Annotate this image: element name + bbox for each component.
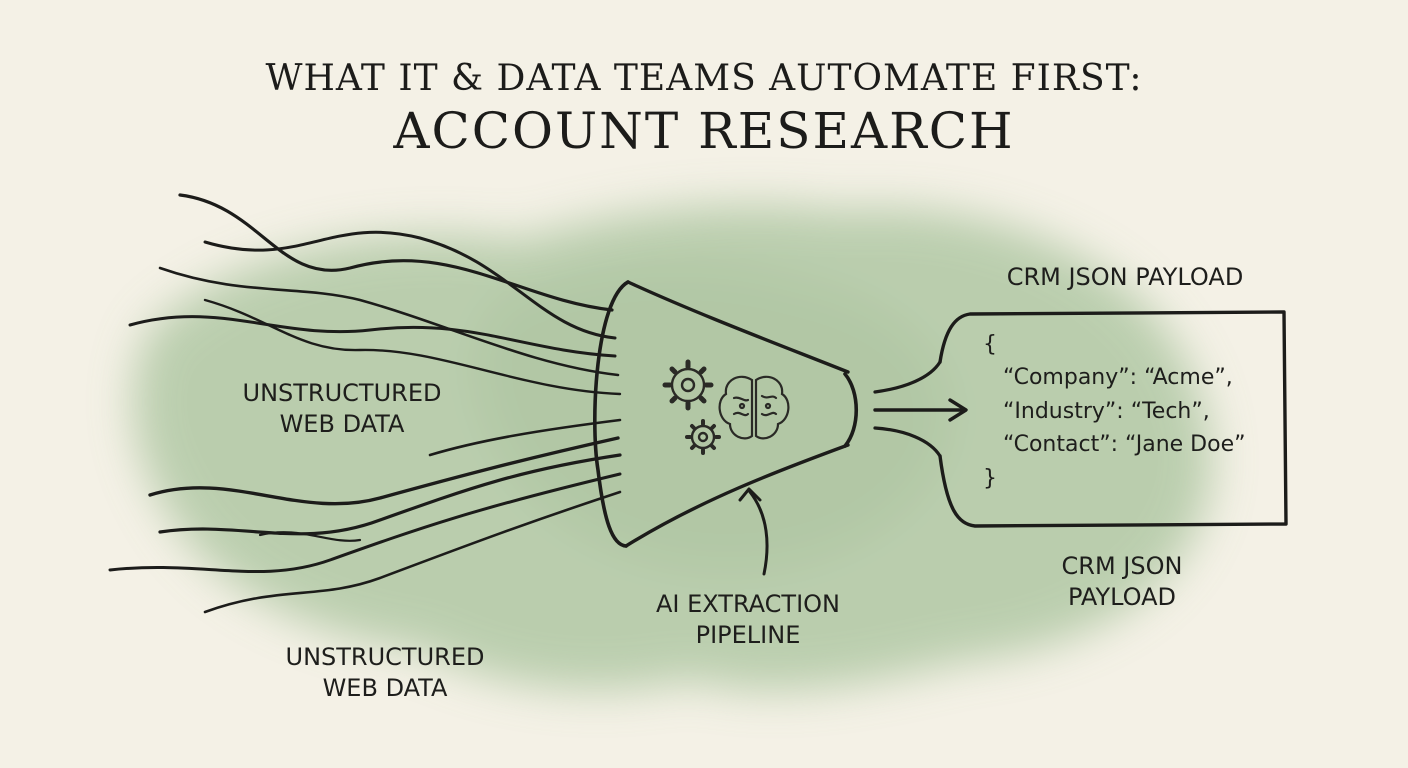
stream-line	[148, 436, 620, 506]
output-flow	[873, 360, 968, 458]
label-line: PIPELINE	[695, 620, 801, 649]
funnel-bottom-edge	[624, 443, 850, 548]
pipeline-pointer-arrow	[738, 487, 769, 576]
label-line: WEB DATA	[322, 673, 448, 702]
json-close-brace: }	[983, 465, 997, 491]
gears-icon	[662, 359, 721, 455]
json-payload-text: { “Company”: “Acme”, “Industry”: “Tech”,…	[983, 328, 1246, 495]
stream-line	[203, 490, 622, 614]
stream-line	[158, 453, 622, 536]
stream-line	[158, 266, 620, 377]
label-line: UNSTRUCTURED	[285, 643, 485, 671]
title-line-1: WHAT IT & DATA TEAMS AUTOMATE FIRST:	[265, 58, 1143, 99]
label-unstructured-web-data-bottom: UNSTRUCTURED WEB DATA	[255, 642, 515, 703]
funnel-mouth	[593, 280, 630, 548]
title-line-2: ACCOUNT RESEARCH	[393, 102, 1015, 160]
json-open-brace: {	[983, 332, 997, 357]
label-line: CRM JSON	[1061, 552, 1183, 580]
funnel-top-edge	[626, 280, 850, 374]
extraction-funnel	[593, 280, 859, 548]
label-crm-json-payload-bottom: CRM JSON PAYLOAD	[1012, 551, 1232, 612]
label-ai-extraction-pipeline: AI EXTRACTION PIPELINE	[618, 589, 878, 650]
json-payload-box	[938, 310, 1288, 528]
stream-line	[128, 315, 617, 358]
funnel-spout	[843, 372, 859, 448]
brain-icon	[718, 375, 790, 440]
json-field-industry: “Industry”: “Tech”,	[1003, 398, 1210, 424]
data-streams	[108, 193, 622, 614]
json-field-company: “Company”: “Acme”,	[1003, 365, 1233, 391]
stream-line	[108, 472, 622, 574]
stream-line	[178, 193, 614, 312]
stream-line	[203, 230, 617, 340]
label-unstructured-web-data: UNSTRUCTURED WEB DATA	[212, 378, 472, 439]
label-line: WEB DATA	[279, 409, 405, 438]
json-field-contact: “Contact”: “Jane Doe”	[1003, 432, 1246, 458]
stream-line	[428, 418, 622, 457]
label-crm-json-payload: CRM JSON PAYLOAD	[1006, 263, 1244, 291]
stream-line	[203, 298, 622, 396]
stream-line	[258, 531, 362, 542]
label-line: UNSTRUCTURED	[242, 379, 442, 407]
label-line: AI EXTRACTION	[655, 590, 840, 618]
label-line: PAYLOAD	[1067, 582, 1177, 611]
